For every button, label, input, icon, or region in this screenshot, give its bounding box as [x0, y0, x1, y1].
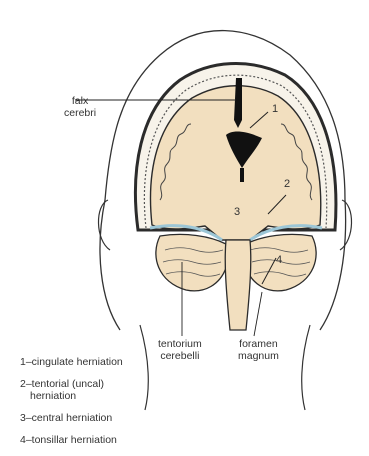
foramen-magnum-label: foramen magnum [238, 338, 279, 362]
neck-right [302, 325, 310, 410]
foramen-label-line-2: magnum [238, 350, 279, 362]
legend-item-4-text: 4–tonsillar herniation [20, 434, 117, 446]
foramen-label-line-1: foramen [238, 338, 279, 350]
legend-item-2: 2–tentorial (uncal) herniation [20, 378, 220, 402]
third-ventricle [240, 168, 244, 182]
foramen-leader-line [254, 292, 262, 336]
herniation-legend: 1–cingulate herniation 2–tentorial (unca… [20, 356, 220, 456]
falx-label-line-1: falx [64, 95, 96, 107]
cerebellum-left [156, 234, 226, 290]
falx-label-line-2: cerebri [64, 107, 96, 119]
falx-cerebri-label: falx cerebri [64, 95, 96, 119]
legend-item-2-subtext: herniation [20, 390, 220, 402]
tentorium-label-line-1: tentorium [158, 338, 202, 350]
marker-2: 2 [284, 178, 290, 190]
legend-item-3-text: 3–central herniation [20, 412, 112, 424]
legend-item-4: 4–tonsillar herniation [20, 434, 220, 446]
legend-item-3: 3–central herniation [20, 412, 220, 424]
legend-item-1: 1–cingulate herniation [20, 356, 220, 368]
marker-3: 3 [234, 206, 240, 218]
marker-1: 1 [272, 103, 278, 115]
legend-item-1-text: 1–cingulate herniation [20, 356, 123, 368]
brainstem [225, 240, 251, 330]
legend-item-2-text: 2–tentorial (uncal) [20, 378, 104, 390]
marker-4: 4 [276, 254, 282, 266]
